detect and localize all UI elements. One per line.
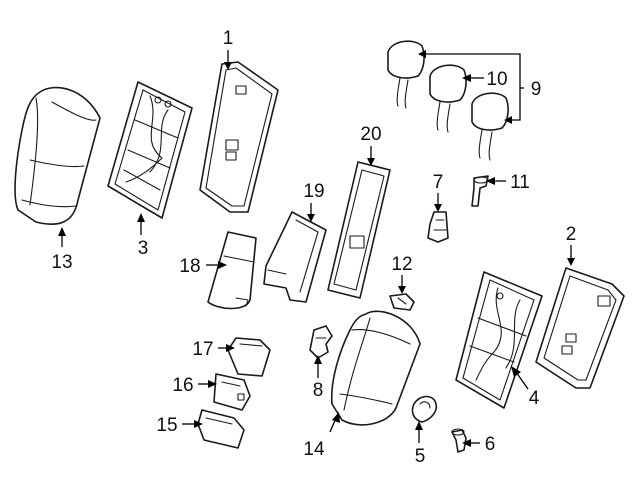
part-1-seat-back-panel xyxy=(199,61,279,213)
part-17-trim-cover xyxy=(227,337,271,377)
callout-11: 11 xyxy=(510,172,530,193)
part-9-headrest-group xyxy=(387,40,509,161)
callout-13: 13 xyxy=(51,252,72,273)
callout-9: 9 xyxy=(531,79,542,100)
callout-2: 2 xyxy=(566,224,577,245)
headrest-bottom xyxy=(471,92,509,161)
callout-15: 15 xyxy=(156,415,177,436)
part-11-headrest-guide xyxy=(471,175,489,207)
callout-10: 10 xyxy=(486,69,507,90)
part-16-trim-piece xyxy=(213,373,251,411)
part-3-seat-back-frame xyxy=(107,81,193,219)
leader-lines xyxy=(58,50,575,447)
part-8-bracket xyxy=(309,325,333,359)
part-6-bolt xyxy=(451,428,467,453)
part-14-seat-cushion xyxy=(330,310,421,426)
headrest-top xyxy=(387,40,425,109)
callout-6: 6 xyxy=(485,434,496,455)
part-15-cover xyxy=(197,409,245,449)
part-2-seat-back-panel-right xyxy=(535,267,625,389)
callout-17: 17 xyxy=(192,339,213,360)
part-5-hook xyxy=(411,395,438,423)
callout-8: 8 xyxy=(313,380,324,401)
part-4-seat-back-frame-right xyxy=(455,271,543,409)
callout-20: 20 xyxy=(360,124,381,145)
part-7-clip xyxy=(427,211,449,243)
callout-12: 12 xyxy=(391,254,412,275)
callout-16: 16 xyxy=(172,375,193,396)
part-18-armrest xyxy=(207,231,257,310)
callout-18: 18 xyxy=(179,256,200,277)
part-10-headrest-middle xyxy=(429,64,467,133)
part-19-bracket xyxy=(263,211,327,303)
part-13-seat-back-cushion xyxy=(14,86,101,225)
part-20-side-panel xyxy=(327,161,391,299)
callout-4: 4 xyxy=(529,388,540,409)
callout-3: 3 xyxy=(138,238,149,259)
callout-7: 7 xyxy=(433,172,444,193)
callout-1: 1 xyxy=(223,28,234,49)
callout-5: 5 xyxy=(415,446,426,467)
callout-14: 14 xyxy=(303,439,325,460)
callout-labels: 1 2 3 4 5 6 7 8 9 10 11 12 13 14 15 16 1… xyxy=(51,28,576,467)
part-12-latch xyxy=(389,293,415,311)
callout-19: 19 xyxy=(303,181,324,202)
